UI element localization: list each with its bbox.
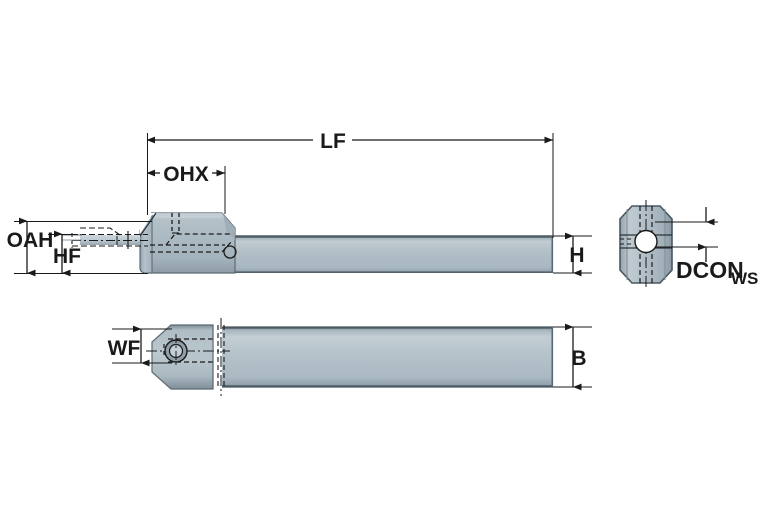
dimension-WF: WF xyxy=(108,325,172,367)
dimension-HF: HF xyxy=(53,230,81,277)
blade-upper-ramp xyxy=(80,227,121,236)
dimension-DCONWS: DCON WS xyxy=(655,207,758,288)
dimension-B-label: B xyxy=(571,347,586,370)
dimension-LF-label: LF xyxy=(320,130,346,153)
dimension-H: H xyxy=(553,232,592,277)
insert-seat-upper xyxy=(165,233,230,246)
head-top-highlight xyxy=(152,213,226,218)
dimension-OAH-label: OAH xyxy=(7,229,54,252)
bottom-view: WF B xyxy=(108,318,592,396)
head-taper-edge xyxy=(139,212,157,237)
head-block-side xyxy=(151,212,236,274)
section-bore-circle xyxy=(634,229,658,254)
dimension-HF-label: HF xyxy=(53,245,81,268)
section-view: DCON WS xyxy=(619,200,758,290)
dimension-OHX: OHX xyxy=(146,163,226,214)
dimension-OAH: OAH xyxy=(7,217,54,277)
dimension-DCONWS-subscript: WS xyxy=(731,269,758,288)
dimension-LF: LF xyxy=(146,130,554,238)
dimension-DCONWS-label: DCON xyxy=(676,257,744,283)
head-right-chamfer xyxy=(222,213,235,240)
dimension-WF-label: WF xyxy=(108,337,141,360)
shank-body-side xyxy=(148,236,553,273)
shank-body-bottom xyxy=(222,327,553,387)
clamp-screw-circle-side xyxy=(223,245,237,259)
head-topleft-cut xyxy=(140,213,158,234)
side-view: OAH HF LF OHX xyxy=(7,130,592,277)
dimension-H-label: H xyxy=(569,244,584,267)
dimension-OHX-label: OHX xyxy=(163,163,209,186)
dimension-B: B xyxy=(553,323,592,391)
